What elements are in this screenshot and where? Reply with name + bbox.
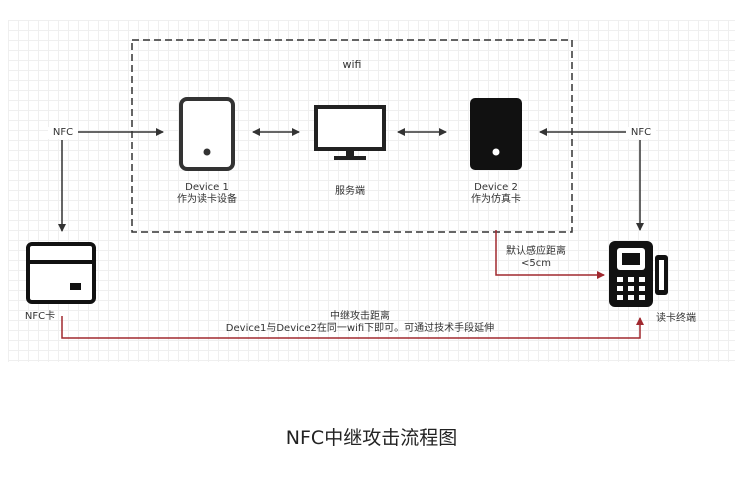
- nfc-card-icon: [26, 242, 96, 304]
- default-sense-label-line2: <5cm: [521, 258, 551, 269]
- device1-tablet-icon: [179, 97, 235, 171]
- red-relay-path: [61, 316, 644, 339]
- device2-phone-icon: [470, 98, 522, 170]
- device2-label-line2: 作为仿真卡: [471, 194, 521, 205]
- terminal-label: 读卡终端: [656, 313, 696, 324]
- diagram-caption: NFC中继攻击流程图: [285, 427, 458, 449]
- device1-label-line1: Device 1: [185, 182, 229, 193]
- nfc-card-label: NFC卡: [24, 311, 56, 322]
- server-monitor-icon: [314, 105, 386, 160]
- card-terminal-icon: [609, 241, 668, 307]
- device2-label-line1: Device 2: [474, 182, 518, 193]
- device1-label-line2: 作为读卡设备: [177, 194, 237, 205]
- grid-background: [8, 20, 735, 362]
- red-default-sense-path: [495, 230, 605, 279]
- wifi-zone-box: [131, 39, 573, 233]
- default-sense-label-line1: 默认感应距离: [506, 246, 566, 257]
- relay-label-line1: 中继攻击距离: [330, 311, 390, 322]
- server-label: 服务端: [335, 186, 365, 197]
- wifi-label: wifi: [342, 58, 362, 71]
- nfc-right-label: NFC: [626, 127, 656, 139]
- relay-label-line2: Device1与Device2在同一wifi下即可。可通过技术手段延伸: [225, 323, 495, 334]
- nfc-left-label: NFC: [48, 127, 78, 139]
